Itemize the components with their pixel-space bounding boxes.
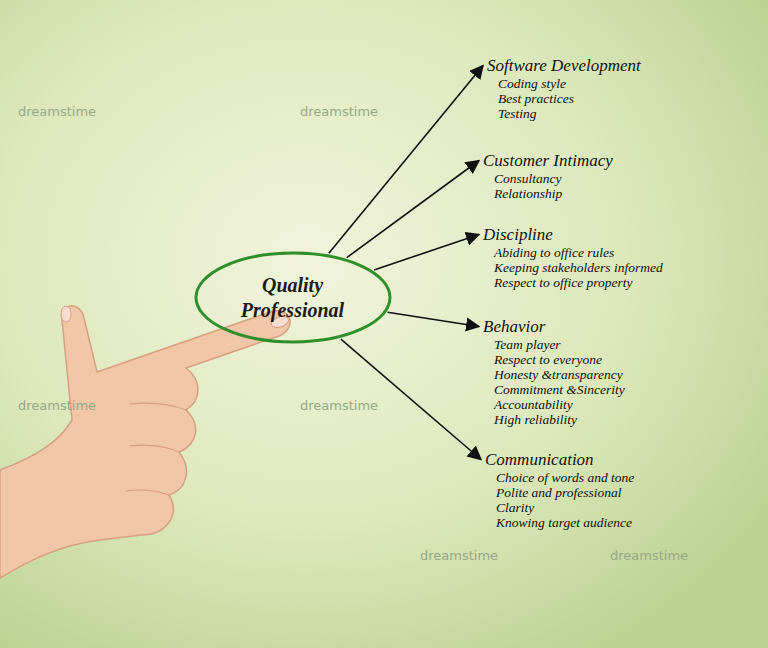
category-group: Customer IntimacyConsultancyRelationship	[483, 150, 613, 201]
category-group: CommunicationChoice of words and tonePol…	[485, 449, 634, 530]
category-item: Keeping stakeholders informed	[483, 260, 663, 275]
category-heading: Software Development	[487, 55, 641, 76]
category-item: Clarity	[485, 500, 634, 515]
ellipse-outline	[193, 250, 393, 345]
arrow-connector	[329, 66, 483, 254]
watermark: dreamstime	[300, 398, 378, 413]
category-heading: Behavior	[483, 316, 625, 337]
watermark: dreamstime	[420, 548, 498, 563]
category-item: Choice of words and tone	[485, 470, 634, 485]
category-item: Polite and professional	[485, 485, 634, 500]
arrow-connector	[374, 235, 479, 270]
category-heading: Communication	[485, 449, 634, 470]
category-item: High reliability	[483, 412, 625, 427]
category-item: Consultancy	[483, 171, 613, 186]
category-item: Respect to office property	[483, 275, 663, 290]
category-item: Abiding to office rules	[483, 245, 663, 260]
category-item: Team player	[483, 337, 625, 352]
category-item: Testing	[487, 106, 641, 121]
category-item: Accountability	[483, 397, 625, 412]
category-group: BehaviorTeam playerRespect to everyoneHo…	[483, 316, 625, 427]
central-ellipse: Quality Professional	[193, 250, 393, 345]
category-item: Respect to everyone	[483, 352, 625, 367]
category-group: Software DevelopmentCoding styleBest pra…	[487, 55, 641, 121]
watermark: dreamstime	[18, 104, 96, 119]
category-item: Commitment &Sincerity	[483, 382, 625, 397]
hand	[0, 306, 290, 578]
arrow-connector	[388, 312, 479, 326]
category-group: DisciplineAbiding to office rulesKeeping…	[483, 224, 663, 290]
category-heading: Discipline	[483, 224, 663, 245]
hand-illustration	[0, 306, 290, 578]
ellipse-stroke	[196, 253, 390, 342]
category-item: Coding style	[487, 76, 641, 91]
category-item: Best practices	[487, 91, 641, 106]
watermark: dreamstime	[300, 104, 378, 119]
node-title: Quality Professional	[223, 273, 363, 323]
finger-creases	[125, 403, 186, 495]
watermark: dreamstime	[18, 398, 96, 413]
category-heading: Customer Intimacy	[483, 150, 613, 171]
watermark: dreamstime	[610, 548, 688, 563]
category-item: Knowing target audience	[485, 515, 634, 530]
category-item: Honesty &transparency	[483, 367, 625, 382]
thumb-nail	[61, 306, 71, 322]
arrow-connector	[347, 161, 479, 258]
category-item: Relationship	[483, 186, 613, 201]
